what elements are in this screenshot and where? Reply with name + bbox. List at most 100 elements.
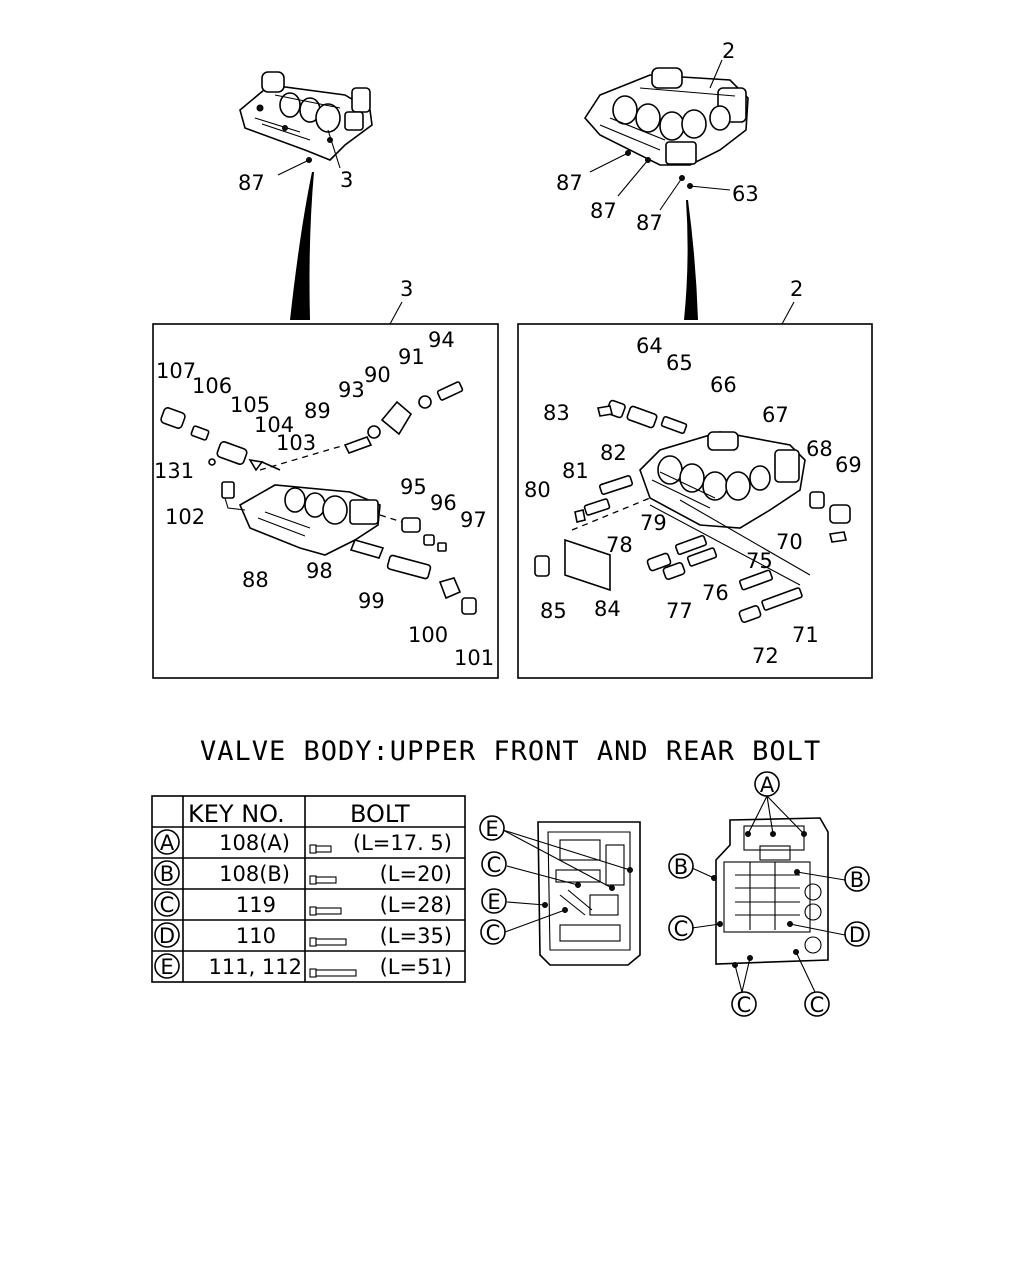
row-mark-e: E <box>160 955 173 979</box>
loc-mark-rear-a: A <box>760 773 775 797</box>
callout-67: 67 <box>762 403 789 427</box>
callout-87-topright-b: 87 <box>590 199 617 223</box>
table-row: D 110 (L=35) <box>154 922 452 948</box>
row-key-d: 110 <box>236 924 276 948</box>
table-header-key-no: KEY NO. <box>188 800 285 828</box>
callout-71: 71 <box>792 623 819 647</box>
callout-77: 77 <box>666 599 693 623</box>
diagram-title: VALVE BODY:UPPER FRONT AND REAR BOLT <box>200 736 821 767</box>
bolt-icon-c <box>309 906 342 916</box>
callout-98: 98 <box>306 559 333 583</box>
panel-left-label: 3 <box>400 277 413 301</box>
row-length-e: (L=51) <box>380 955 452 979</box>
row-length-c: (L=28) <box>380 893 452 917</box>
panel-left-frame <box>152 323 499 679</box>
callout-100: 100 <box>408 623 448 647</box>
row-length-a: (L=17. 5) <box>353 831 452 855</box>
panel-right-label: 2 <box>790 277 803 301</box>
loc-mark-front-e1: E <box>485 817 498 841</box>
callout-91: 91 <box>398 345 425 369</box>
callout-82: 82 <box>600 441 627 465</box>
row-length-d: (L=35) <box>380 924 452 948</box>
callout-89: 89 <box>304 399 331 423</box>
loc-mark-rear-c2: C <box>737 993 752 1017</box>
bolt-icon-e <box>309 968 357 978</box>
leader-cone-left <box>290 172 314 320</box>
callout-72: 72 <box>752 644 779 668</box>
loc-mark-front-e2: E <box>487 890 500 914</box>
panel-right-frame <box>517 323 873 679</box>
callout-78: 78 <box>606 533 633 557</box>
callout-131: 131 <box>154 459 194 483</box>
row-key-c: 119 <box>236 893 276 917</box>
callout-95: 95 <box>400 475 427 499</box>
bolt-icon-a <box>309 844 332 854</box>
bolt-table <box>151 795 466 983</box>
row-mark-d: D <box>159 924 175 948</box>
bolt-icon-b <box>309 875 337 885</box>
loc-mark-front-c1: C <box>487 853 502 877</box>
upper-rear-valve-body-overview <box>583 59 749 211</box>
callout-75: 75 <box>746 549 773 573</box>
callout-87-topright-c: 87 <box>636 211 663 235</box>
callout-68: 68 <box>806 437 833 461</box>
table-header-bolt: BOLT <box>350 800 410 828</box>
row-mark-b: B <box>160 862 174 886</box>
loc-mark-rear-c3: C <box>810 993 825 1017</box>
callout-85: 85 <box>540 599 567 623</box>
callout-96: 96 <box>430 491 457 515</box>
upper-front-valve-body-overview <box>239 71 373 176</box>
callout-97: 97 <box>460 508 487 532</box>
left-panel-parts <box>160 381 477 615</box>
row-mark-c: C <box>160 893 175 917</box>
loc-mark-front-c2: C <box>486 921 501 945</box>
bolt-location-view-rear <box>691 795 846 993</box>
callout-99: 99 <box>358 589 385 613</box>
callout-93: 93 <box>338 378 365 402</box>
callout-76: 76 <box>702 581 729 605</box>
callout-106: 106 <box>192 374 232 398</box>
callout-88: 88 <box>242 568 269 592</box>
callout-94: 94 <box>428 328 455 352</box>
callout-102: 102 <box>165 505 205 529</box>
callout-69: 69 <box>835 453 862 477</box>
callout-84: 84 <box>594 597 621 621</box>
table-row: B 108(B) (L=20) <box>154 860 452 886</box>
callout-80: 80 <box>524 478 551 502</box>
table-row: A 108(A) (L=17. 5) <box>154 829 452 855</box>
row-key-a: 108(A) <box>219 831 290 855</box>
callout-103: 103 <box>276 431 316 455</box>
callout-87-topleft: 87 <box>238 171 265 195</box>
loc-mark-rear-b1: B <box>674 855 688 879</box>
table-row: C 119 (L=28) <box>154 891 452 917</box>
callout-81: 81 <box>562 459 589 483</box>
callout-83: 83 <box>543 401 570 425</box>
row-mark-a: A <box>160 831 175 855</box>
bolt-icon-d <box>309 937 347 947</box>
callout-107: 107 <box>156 359 196 383</box>
callout-101: 101 <box>454 646 494 670</box>
callout-2-topright: 2 <box>722 39 735 63</box>
callout-105: 105 <box>230 393 270 417</box>
table-row: E 111, 112 (L=51) <box>154 953 452 979</box>
callout-65: 65 <box>666 351 693 375</box>
callout-90: 90 <box>364 363 391 387</box>
loc-mark-rear-c1: C <box>674 917 689 941</box>
right-panel-parts <box>534 399 851 624</box>
callout-3-topleft: 3 <box>340 168 353 192</box>
callout-64: 64 <box>636 334 663 358</box>
loc-mark-rear-b2: B <box>850 868 864 892</box>
bolt-location-view-front <box>502 821 641 966</box>
callout-63-topright: 63 <box>732 182 759 206</box>
callout-104: 104 <box>254 413 294 437</box>
callout-70: 70 <box>776 530 803 554</box>
row-key-b: 108(B) <box>219 862 290 886</box>
row-key-e: 111, 112 <box>208 955 302 979</box>
callout-66: 66 <box>710 373 737 397</box>
leader-cone-right <box>684 200 698 320</box>
loc-mark-rear-d: D <box>849 923 865 947</box>
callout-87-topright-a: 87 <box>556 171 583 195</box>
callout-79: 79 <box>640 511 667 535</box>
row-length-b: (L=20) <box>380 862 452 886</box>
